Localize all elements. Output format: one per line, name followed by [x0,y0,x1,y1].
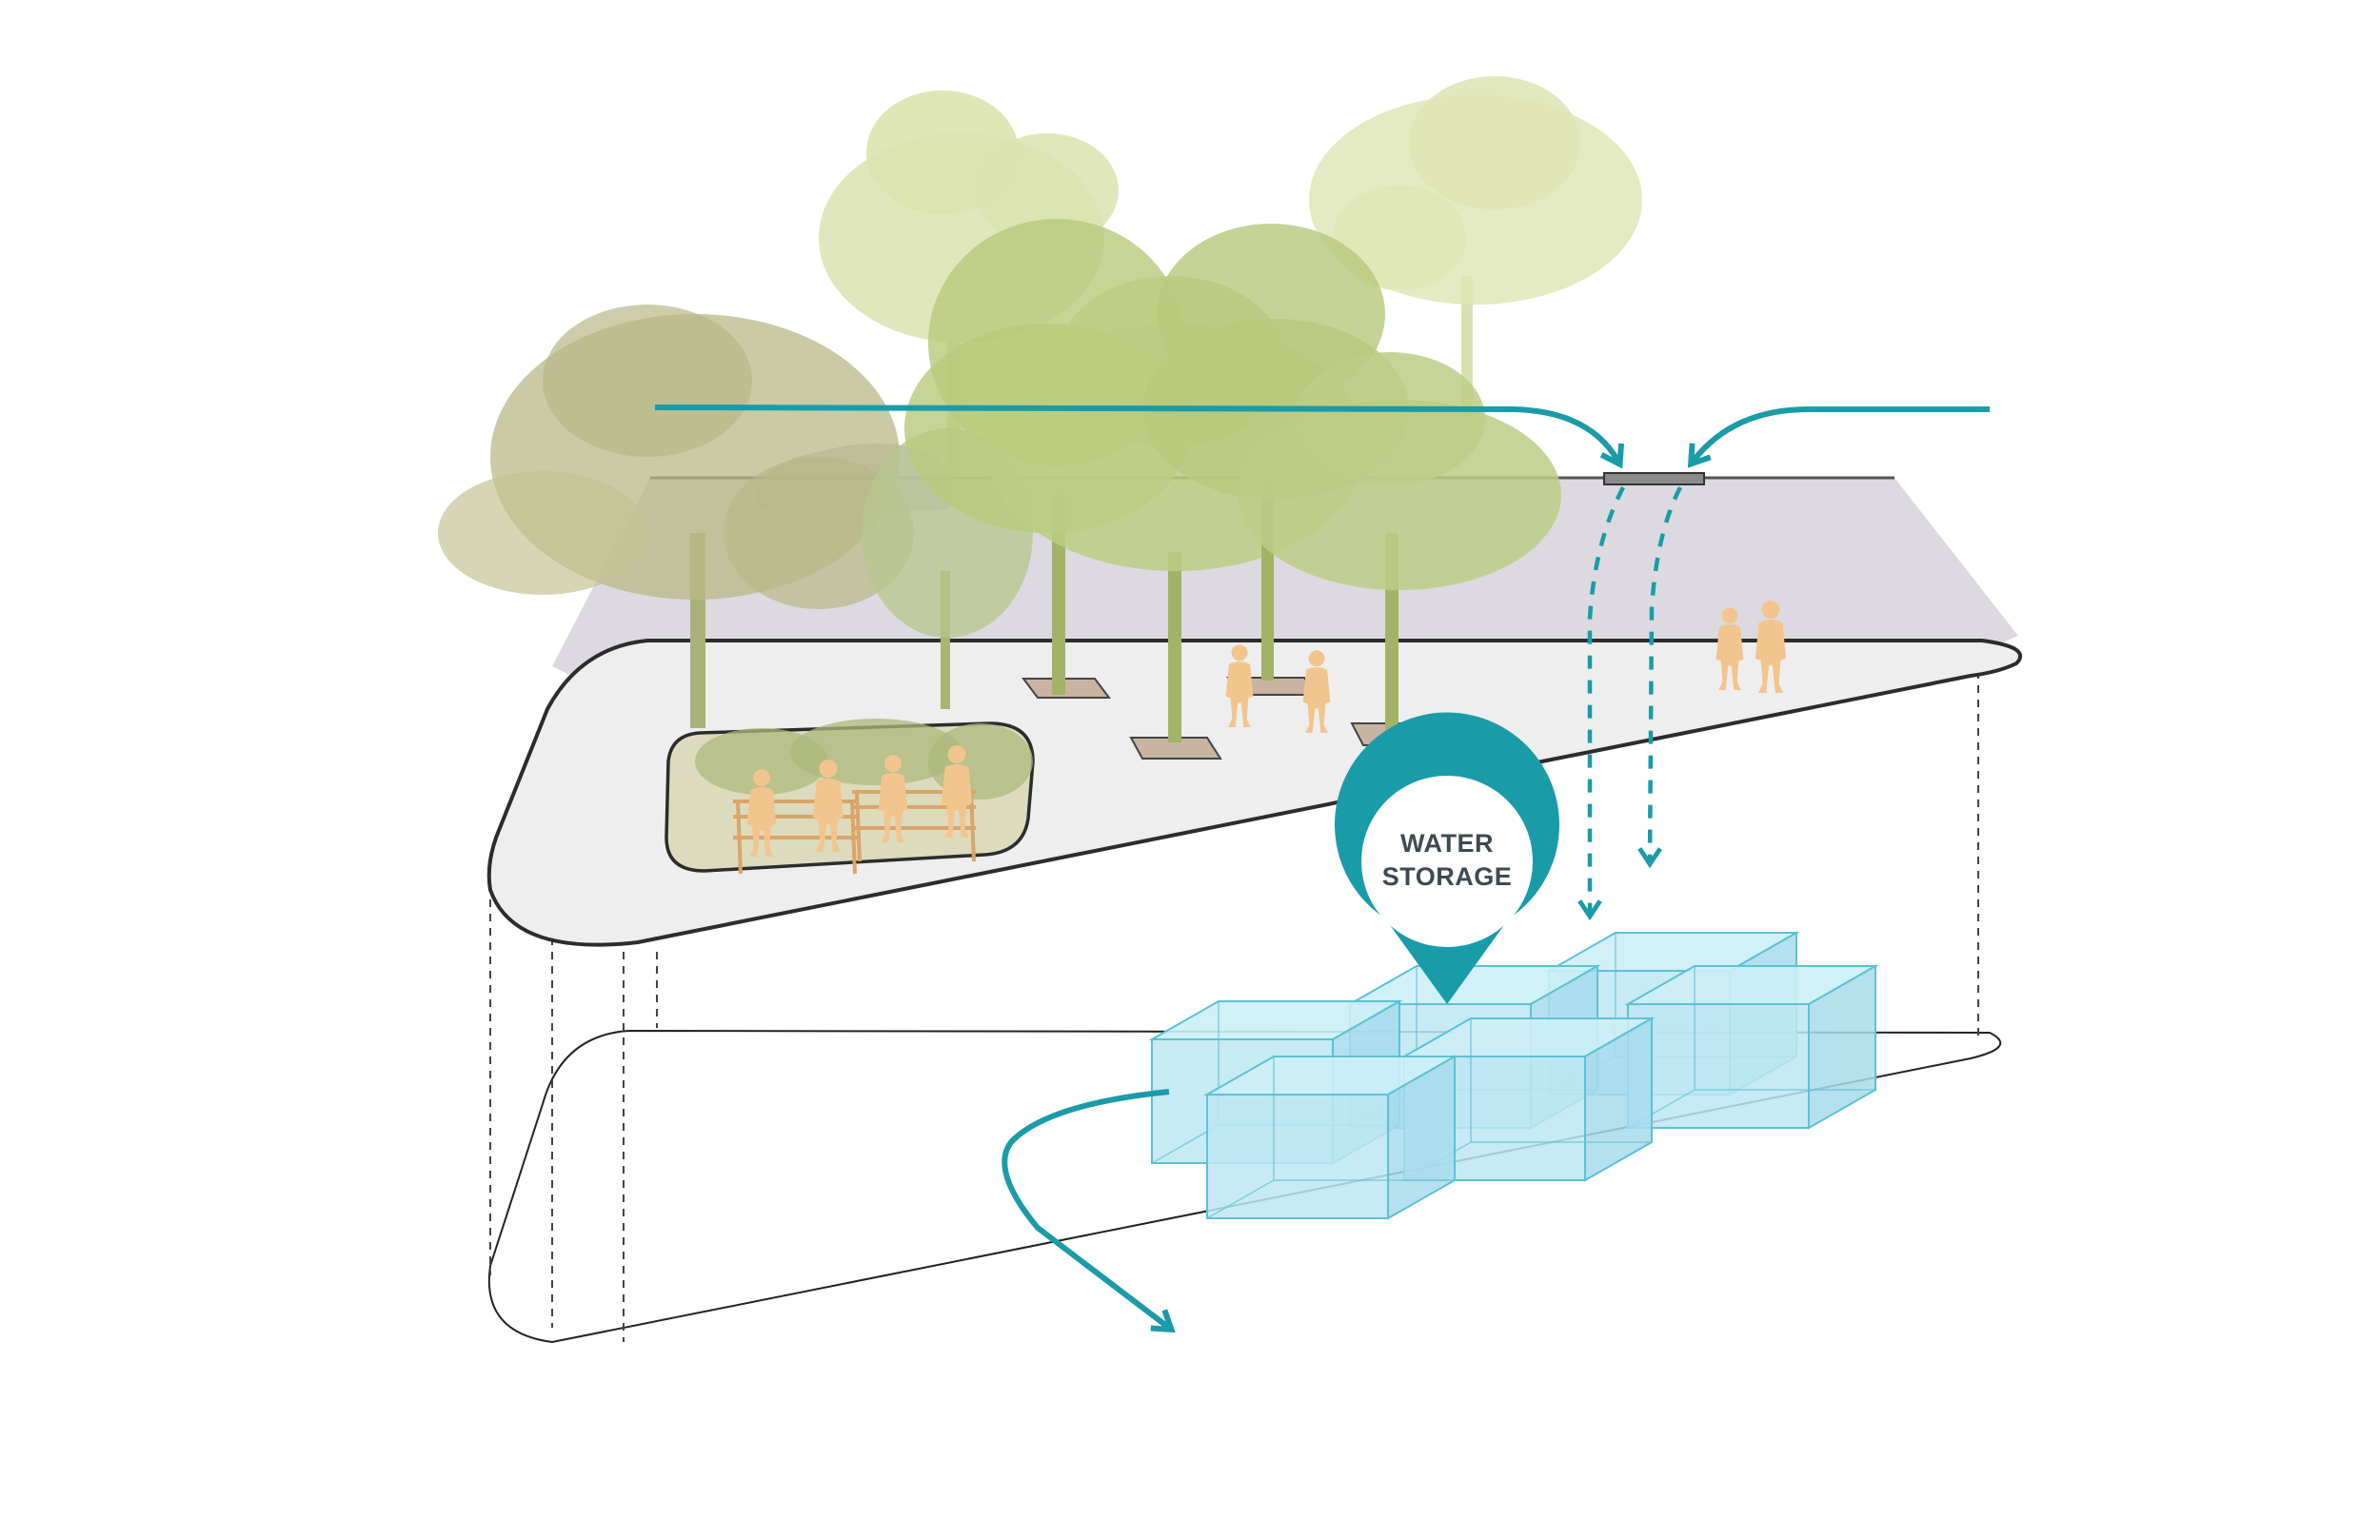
storage-tank-icon [1627,965,1876,1129]
storage-tank-icon [1206,1056,1456,1219]
callout-line-2: STORAGE [1382,862,1513,891]
runoff-arrow-left [654,405,1625,469]
location-pin-icon: WATER STORAGE [1335,712,1559,1004]
sidewalk [486,639,2023,947]
surface-runoff-arrows [654,405,1990,469]
projection-lines [489,671,1979,1342]
outflow-arrow [1002,1089,1176,1333]
water-storage-tanks [1151,932,1876,1219]
infiltration-arrow-right [1637,485,1682,869]
callout-line-1: WATER [1400,829,1494,858]
infiltration-arrow-left [1577,485,1625,921]
runoff-arrow-right [1687,406,1990,468]
tree-icon [1238,352,1561,733]
tree-icon [438,305,914,728]
storm-drain-icon [1603,472,1705,485]
trees [438,76,1642,800]
infiltration-arrows [1577,485,1682,921]
